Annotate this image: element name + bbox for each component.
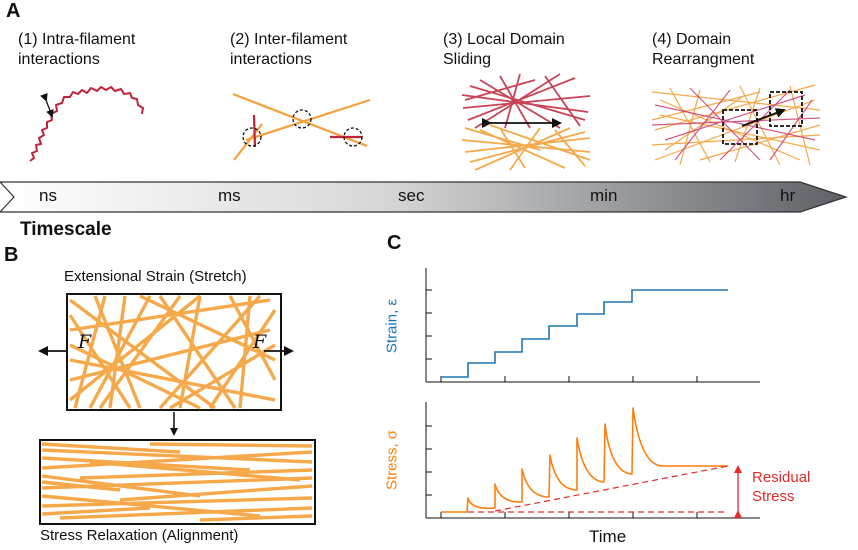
stage-1-illustration	[29, 86, 144, 162]
stretch-caption: Extensional Strain (Stretch)	[64, 268, 247, 285]
stage-3-title: (3) Local Domain Sliding	[443, 30, 565, 70]
panel-b-letter: B	[4, 244, 19, 266]
intra-distance-arrow	[40, 92, 54, 118]
stage-1-title: (1) Intra-filament interactions	[18, 30, 135, 70]
stage-2-title: (2) Inter-filament interactions	[230, 30, 347, 70]
stage-3-illustration	[461, 73, 591, 171]
force-label-left: F	[78, 331, 92, 353]
strain-plot	[425, 268, 760, 383]
stress-axis-label: Stress, σ	[383, 429, 401, 491]
timescale-tick-hr: hr	[780, 186, 796, 205]
stage-4-title-line2: Rearrangment	[652, 51, 755, 68]
rearrangement-arrow	[741, 108, 786, 127]
intra-filament-strand	[29, 86, 144, 162]
stage-2-title-line1: (2) Inter-filament	[230, 31, 348, 48]
stage-3-title-line1: (3) Local Domain	[443, 31, 565, 48]
stage-1-title-line1: (1) Intra-filament	[18, 31, 136, 48]
stage-3-title-line2: Sliding	[443, 51, 492, 68]
crosslink-circle-2	[292, 109, 312, 129]
aligned-fibers	[41, 442, 313, 522]
stage-4-title: (4) Domain Rearrangment	[652, 30, 754, 70]
strain-axis-label: Strain, ε	[383, 298, 401, 354]
timescale-tick-ns: ns	[39, 186, 57, 205]
stage-2-title-line2: interactions	[230, 51, 312, 68]
stage-4-title-line1: (4) Domain	[652, 31, 732, 48]
stage-1-title-line2: interactions	[18, 51, 100, 68]
stress-plot	[425, 402, 760, 519]
crosslink-circle-1	[242, 127, 262, 147]
timescale-tick-ms: ms	[218, 186, 241, 205]
stage-4-illustration	[651, 84, 821, 166]
domain-box-2	[769, 91, 803, 127]
timescale-tick-sec: sec	[398, 186, 425, 205]
stress-curve	[441, 407, 728, 513]
domain-box-1	[722, 109, 758, 145]
time-axis-label: Time	[589, 527, 627, 546]
timescale-label: Timescale	[20, 219, 112, 240]
force-label-right: F	[253, 331, 267, 353]
crosslink-circle-3	[343, 127, 363, 147]
relaxation-caption: Stress Relaxation (Alignment)	[40, 527, 239, 544]
residual-stress-label: Residual Stress	[752, 468, 810, 506]
timescale-arrow	[0, 181, 848, 213]
panel-a-letter: A	[6, 0, 21, 22]
strain-staircase	[441, 289, 728, 378]
stage-2-illustration	[232, 92, 371, 161]
residual-label-line1: Residual	[752, 469, 811, 486]
residual-label-line2: Stress	[752, 488, 795, 505]
panel-c-letter: C	[387, 232, 402, 254]
stretch-fibers	[68, 294, 277, 410]
timescale-tick-min: min	[590, 186, 618, 205]
